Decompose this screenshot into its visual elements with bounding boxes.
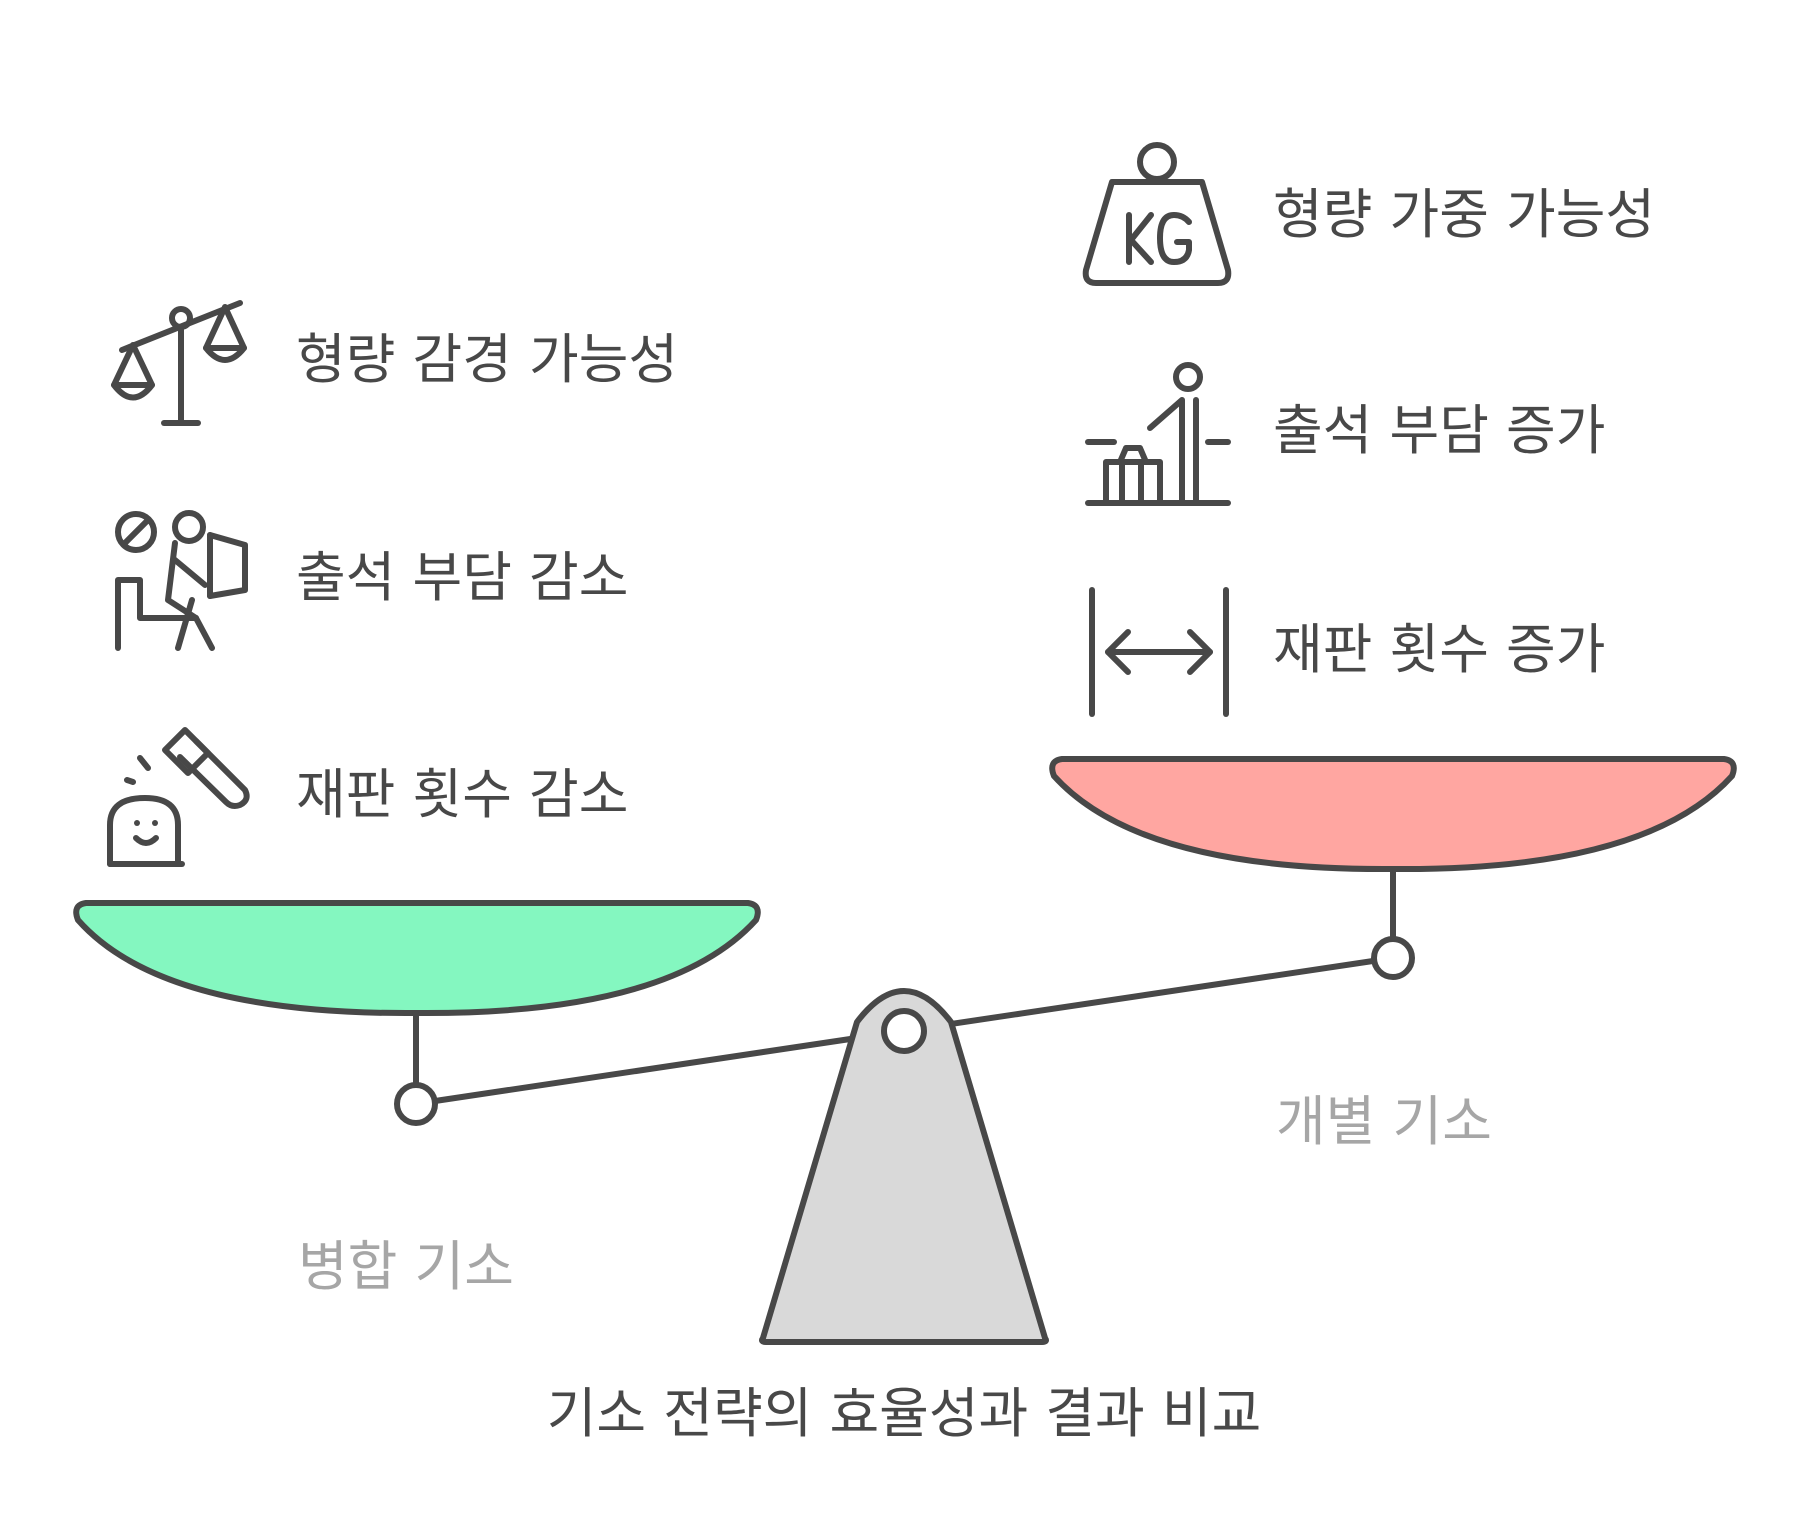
right-item-1-text: 형량 가중 가능성 [1273,183,1655,246]
person-on-podium-icon [1085,362,1231,506]
scales-icon [111,300,247,426]
left-item-1-text: 형량 감경 가능성 [296,328,678,391]
left-item-3-text: 재판 횟수 감소 [296,763,628,826]
arrow-width-icon [1089,587,1229,717]
fulcrum-pivot [881,1008,927,1054]
left-pan [73,900,761,1017]
right-pan-pivot [1371,936,1415,980]
right-label: 개별 기소 [1276,1090,1492,1153]
gavel-icon [107,727,250,867]
right-item-2-text: 출석 부담 증가 [1273,399,1605,462]
right-pan [1049,756,1737,873]
person-with-sign-icon [115,510,248,651]
fulcrum [759,988,1049,1345]
right-item-3-text: 재판 횟수 증가 [1273,618,1605,681]
diagram-title: 기소 전략의 효율성과 결과 비교 [547,1382,1262,1445]
left-item-2-text: 출석 부담 감소 [296,546,628,609]
kg-weight-icon [1082,142,1232,286]
left-label: 병합 기소 [298,1235,514,1298]
left-pan-pivot [394,1082,438,1126]
